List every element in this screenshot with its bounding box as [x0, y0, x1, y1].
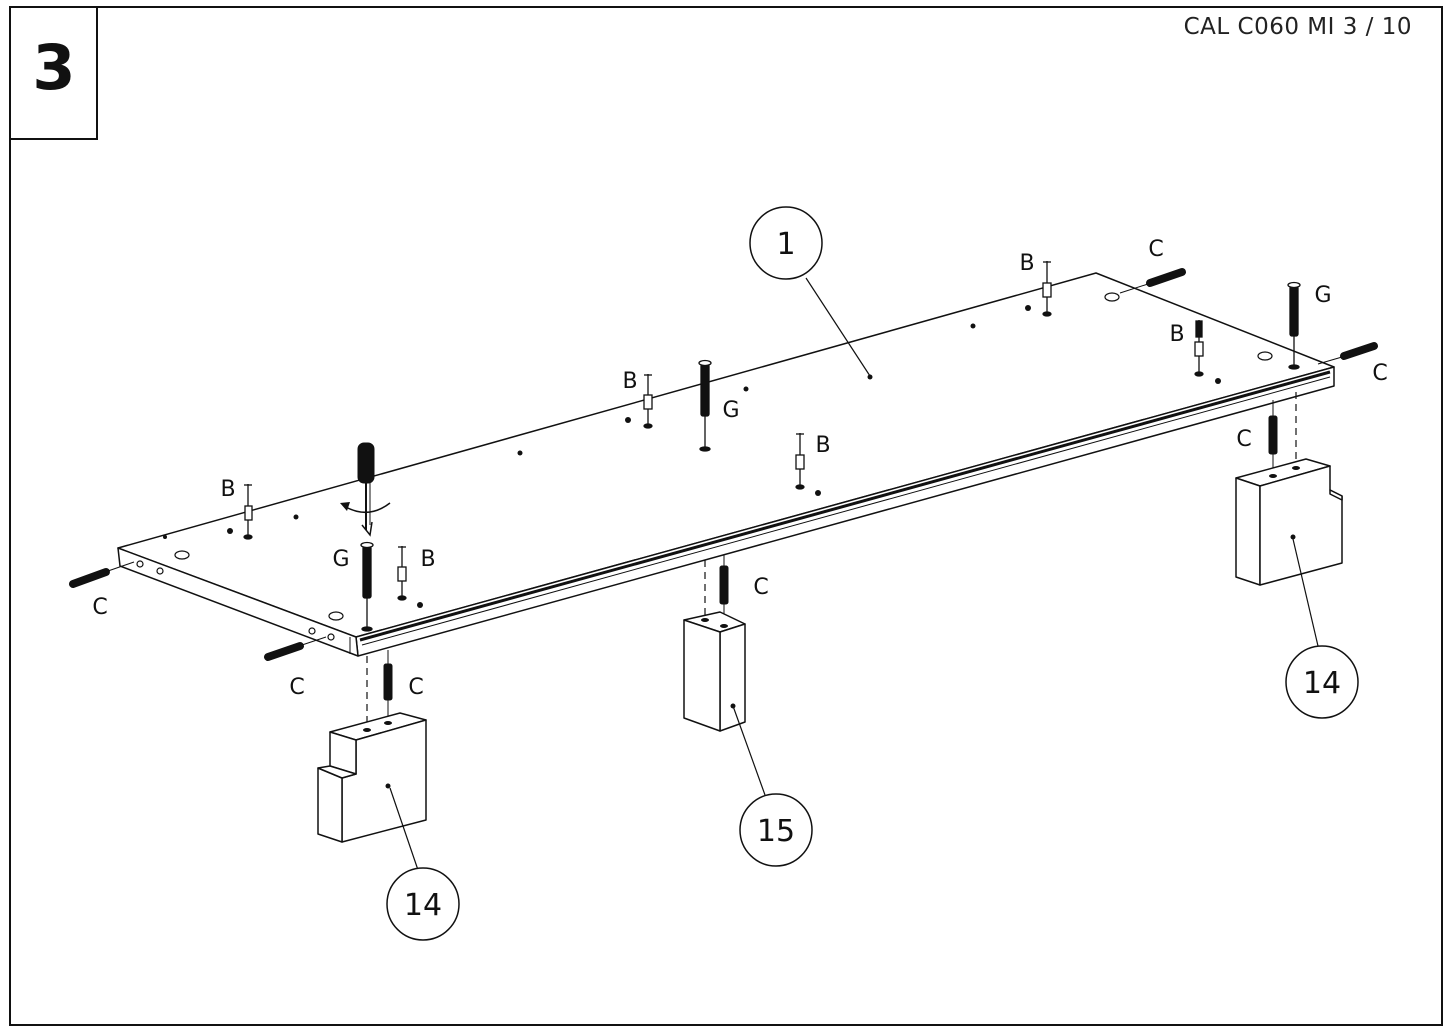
dowel-c-side-2 — [264, 636, 327, 661]
part-balloon-14-left-label: 14 — [404, 888, 442, 923]
part-balloon-14-right: 14 — [1285, 645, 1359, 719]
leg-15-middle-drawing — [683, 611, 746, 732]
bolt-b-4 — [795, 433, 805, 490]
label-c6: C — [1148, 237, 1163, 262]
part-balloon-1-label: 1 — [776, 227, 795, 262]
leg-14-right-drawing — [1235, 458, 1343, 586]
part-balloon-14-right-label: 14 — [1303, 666, 1341, 701]
label-b3: B — [622, 369, 637, 394]
document-reference: CAL C060 MI 3 / 10 — [1183, 14, 1412, 40]
dowel-g-group — [360, 281, 1301, 632]
label-b2: B — [420, 547, 435, 572]
dowel-c-vertical-group — [366, 392, 1297, 728]
label-g2: G — [722, 398, 739, 423]
dowel-c-side-3 — [1119, 268, 1186, 294]
bolt-b-6 — [1194, 320, 1204, 377]
label-c2: C — [289, 675, 304, 700]
dowel-g-3 — [1287, 281, 1301, 370]
page-frame — [9, 6, 1443, 1026]
part-balloon-14-left: 14 — [386, 867, 460, 941]
part-balloon-15-label: 15 — [757, 814, 795, 849]
part-balloon-15: 15 — [739, 793, 813, 867]
bolt-b-3 — [643, 374, 653, 429]
step-number-box — [10, 7, 98, 140]
label-c4: C — [753, 575, 768, 600]
bolt-b-group — [243, 261, 1204, 601]
dowel-g-2 — [698, 359, 712, 452]
label-b5: B — [1019, 251, 1034, 276]
leader-lines — [389, 277, 1319, 871]
hardware-labels: B B B B B B G G G C C C C C C C — [92, 237, 1387, 700]
panel-dots — [163, 305, 1221, 608]
label-b6: B — [1169, 322, 1184, 347]
panel-1-drawing — [117, 272, 1335, 657]
dowel-c-side-group — [69, 268, 1378, 661]
dowel-c-vertical-middle — [704, 555, 729, 625]
bolt-b-5 — [1042, 261, 1052, 317]
dowel-c-side-4 — [1317, 342, 1378, 365]
label-g1: G — [332, 547, 349, 572]
label-c1: C — [92, 595, 107, 620]
leg-14-left-drawing — [317, 712, 427, 843]
step-number: 3 — [32, 31, 76, 104]
label-g3: G — [1314, 283, 1331, 308]
dowel-c-vertical-right — [1268, 392, 1297, 476]
dowel-g-1 — [360, 541, 374, 632]
part-balloon-1: 1 — [749, 206, 823, 280]
bolt-b-1 — [243, 484, 253, 540]
label-c5: C — [1236, 427, 1251, 452]
screwdriver-icon — [340, 442, 391, 537]
label-b4: B — [815, 433, 830, 458]
panel-holes — [136, 292, 1273, 641]
label-c7: C — [1372, 361, 1387, 386]
label-b1: B — [220, 477, 235, 502]
bolt-b-2 — [397, 546, 407, 601]
dowel-c-side-1 — [69, 561, 135, 588]
label-c3: C — [408, 675, 423, 700]
